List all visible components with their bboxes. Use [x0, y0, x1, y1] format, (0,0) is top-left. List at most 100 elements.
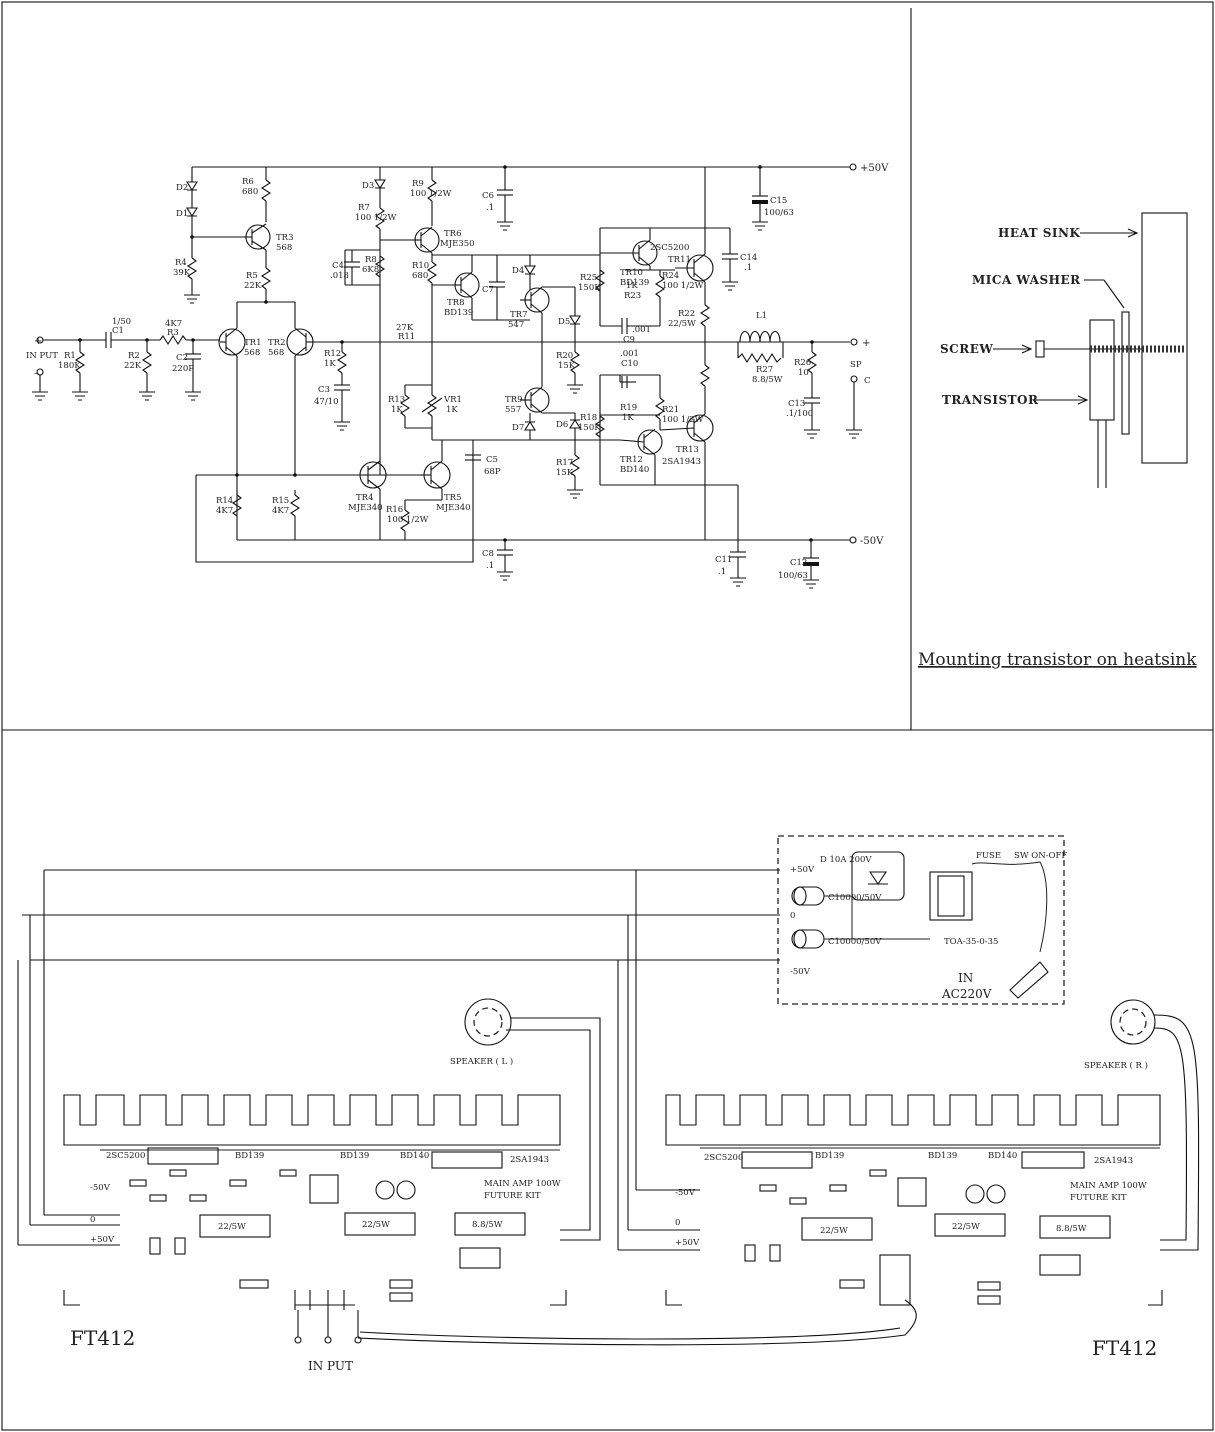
heatsink-right [665, 1094, 1161, 1146]
svg-text:4K7: 4K7 [165, 319, 182, 329]
board-name-left: FT412 [70, 1326, 135, 1350]
svg-text:2SA1943: 2SA1943 [510, 1155, 549, 1165]
svg-text:22K: 22K [124, 361, 142, 371]
heat-sink-label: HEAT SINK [998, 226, 1080, 240]
svg-text:6K8: 6K8 [362, 265, 379, 275]
svg-text:FUTURE KIT: FUTURE KIT [1070, 1193, 1127, 1203]
svg-text:R27: R27 [756, 365, 773, 375]
svg-text:R7: R7 [358, 203, 370, 213]
diode-d6: D6 [556, 413, 581, 430]
speaker-right: SPEAKER ( R ) [1084, 999, 1200, 1251]
svg-text:C10000/50V: C10000/50V [828, 937, 882, 947]
svg-text:C2: C2 [176, 353, 188, 363]
transistor-tr11: 2SC5200 TR11 [650, 243, 714, 283]
svg-text:VR1: VR1 [443, 395, 462, 405]
svg-text:47/10: 47/10 [314, 397, 339, 407]
svg-text:C12: C12 [790, 558, 807, 568]
resistor-r17: R17 15K [556, 454, 583, 499]
svg-text:22K: 22K [244, 281, 262, 291]
svg-text:C5: C5 [486, 455, 498, 465]
bridge-rectifier [851, 851, 905, 901]
svg-text:C8: C8 [482, 549, 494, 559]
svg-text:680: 680 [412, 271, 428, 281]
svg-text:R14: R14 [216, 496, 233, 506]
diode-d5: D5 [558, 287, 581, 327]
svg-text:15K: 15K [558, 361, 576, 371]
svg-text:100 1/2W: 100 1/2W [662, 415, 704, 425]
resistor-r18: R18 150K [578, 413, 606, 438]
capacitor-c11: C11 .1 [715, 485, 746, 587]
svg-text:R25: R25 [580, 273, 597, 283]
svg-text:.018: .018 [330, 271, 349, 281]
input-label: IN PUT [26, 351, 58, 361]
svg-text:C1: C1 [112, 326, 124, 336]
svg-text:0: 0 [790, 911, 795, 921]
transistor-tr4: TR4 MJE340 [348, 460, 387, 513]
capacitor-c7: C7 [482, 255, 505, 320]
svg-text:22/5W: 22/5W [668, 319, 696, 329]
svg-text:TR12: TR12 [620, 455, 643, 465]
svg-text:39K: 39K [173, 268, 191, 278]
svg-text:TR3: TR3 [276, 233, 293, 243]
svg-text:220P: 220P [172, 364, 194, 374]
svg-text:R20: R20 [556, 351, 573, 361]
svg-text:-50V: -50V [90, 1183, 111, 1193]
svg-text:C4: C4 [332, 261, 344, 271]
svg-text:568: 568 [268, 348, 284, 358]
positive-rail-label: +50V [860, 163, 889, 174]
transistor-tr10: TR10 BD139 [600, 239, 658, 288]
transistor-tr7: TR7 547 [508, 286, 550, 330]
svg-text:180K: 180K [58, 361, 81, 371]
svg-text:MJE340: MJE340 [348, 503, 383, 513]
resistor-r10: R10 680 [412, 261, 438, 385]
svg-text:1/50: 1/50 [112, 317, 131, 327]
svg-text:R4: R4 [175, 258, 187, 268]
resistor-r23: 1K R23 [624, 269, 675, 301]
capacitor-c2: C2 220P [172, 338, 201, 401]
svg-text:R21: R21 [662, 405, 679, 415]
svg-text:D3: D3 [362, 181, 374, 191]
resistor-r20: R20 15K [556, 342, 583, 394]
svg-text:MJE340: MJE340 [436, 503, 471, 513]
diode-d2: D2 [176, 167, 198, 193]
svg-text:2SC5200: 2SC5200 [106, 1151, 145, 1161]
mica-washer-label: MICA WASHER [972, 273, 1081, 287]
transistor-tr2: TR2 568 [268, 327, 314, 358]
resistor-r21: R21 100 1/2W [654, 397, 704, 430]
svg-text:2SA1943: 2SA1943 [662, 457, 701, 467]
heatsink-mounting-diagram: HEAT SINK MICA WASHER SCREW TRANSISTOR M… [918, 212, 1197, 670]
svg-text:TR1: TR1 [244, 338, 261, 348]
svg-text:150K: 150K [578, 283, 601, 293]
svg-text:100 1/2W: 100 1/2W [410, 189, 452, 199]
svg-text:AC220V: AC220V [941, 987, 992, 1001]
resistor-r25: R25 150K [578, 269, 606, 293]
svg-text:680: 680 [242, 187, 258, 197]
svg-text:BD139: BD139 [444, 308, 473, 318]
svg-text:C6: C6 [482, 191, 494, 201]
wiring-diagram: D 10A 200V +50V -50V 0 C10000/50V C10000… [17, 835, 1200, 1373]
capacitor-c4: C4 .018 [330, 249, 380, 286]
svg-text:68P: 68P [484, 467, 501, 477]
svg-text:R1: R1 [64, 351, 76, 361]
svg-text:–: – [34, 368, 39, 379]
svg-text:0: 0 [90, 1215, 95, 1225]
svg-text:FUTURE KIT: FUTURE KIT [484, 1191, 541, 1201]
svg-text:22/5W: 22/5W [218, 1222, 246, 1232]
svg-text:R5: R5 [246, 271, 258, 281]
diode-d1: D1 [176, 190, 198, 219]
resistor-r7: R7 100 1/2W [355, 188, 397, 475]
inductor-l1: L1 [739, 311, 781, 343]
svg-text:R3: R3 [167, 328, 179, 338]
svg-text:MAIN AMP 100W: MAIN AMP 100W [1070, 1181, 1147, 1191]
svg-text:IN: IN [958, 971, 973, 985]
svg-text:27K: 27K [396, 323, 414, 333]
svg-text:568: 568 [244, 348, 260, 358]
svg-text:10: 10 [798, 368, 809, 378]
svg-text:BD139: BD139 [340, 1151, 369, 1161]
svg-text:SP: SP [850, 360, 862, 370]
transformer: TOA-35-0-35 [929, 871, 998, 947]
svg-text:557: 557 [505, 405, 521, 415]
resistor-r5: R5 22K [244, 267, 272, 302]
svg-text:R23: R23 [624, 291, 641, 301]
